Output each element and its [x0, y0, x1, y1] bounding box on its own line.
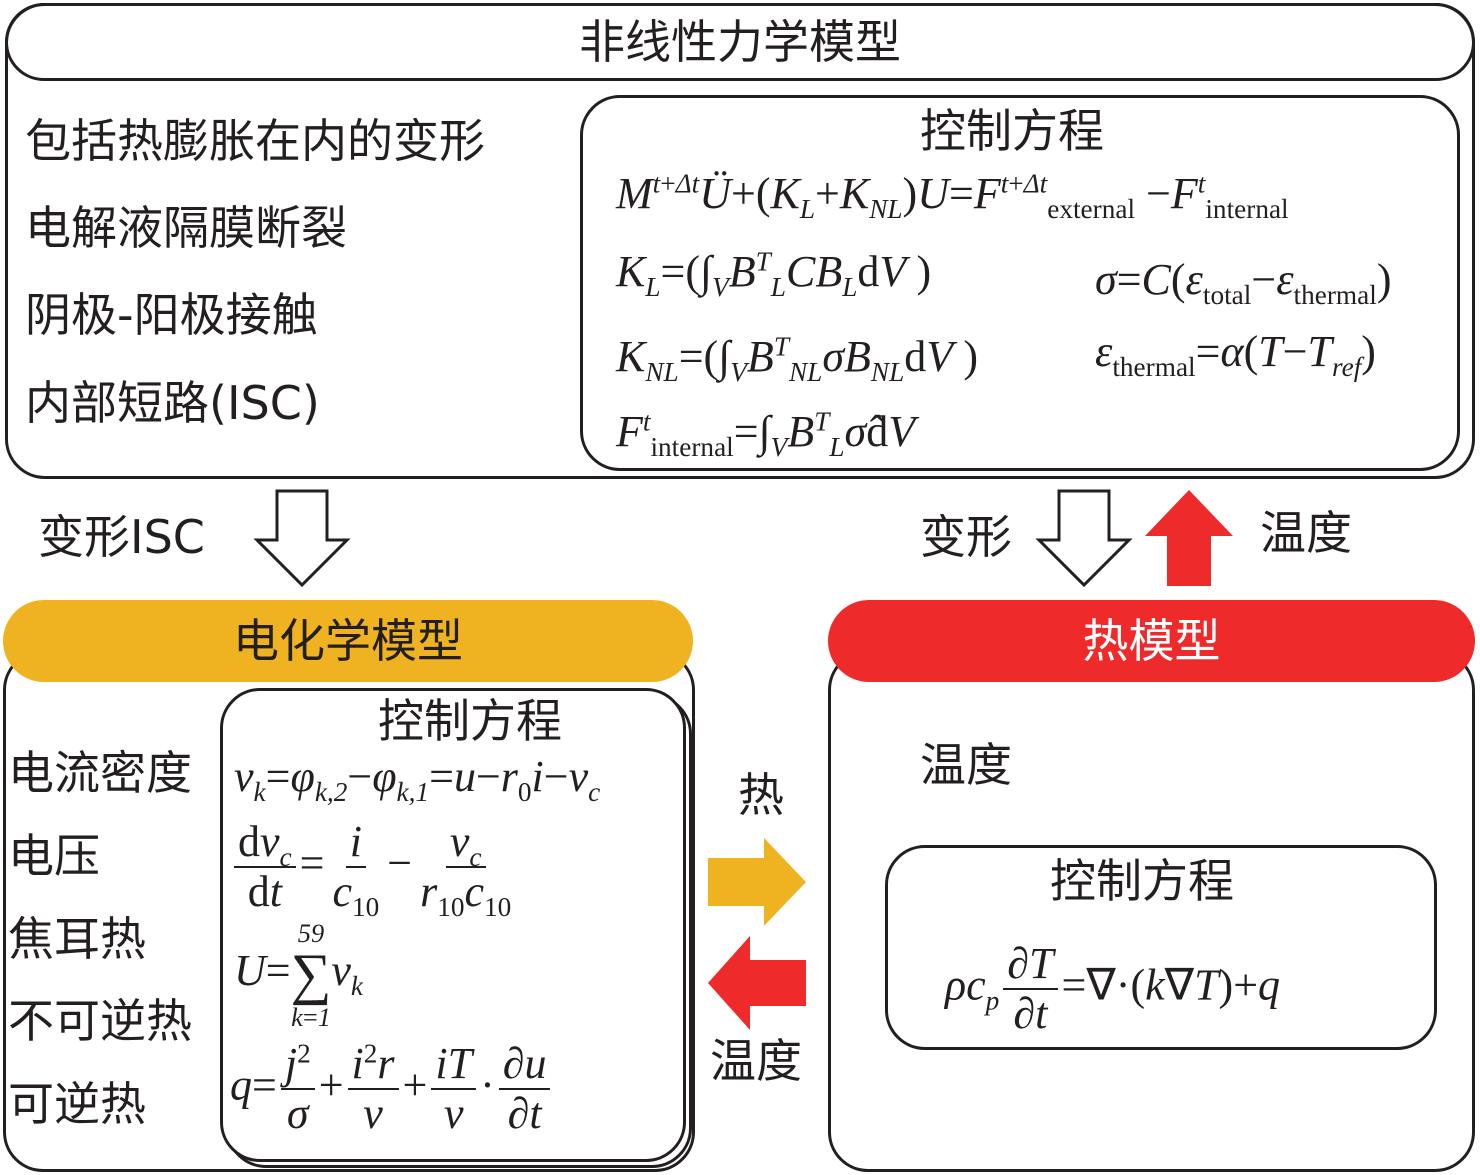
hollow-down-arrow-icon [1035, 489, 1133, 588]
electrochemical-title-pill: 电化学模型 [3, 600, 693, 682]
electrochemical-item: 焦耳热 [8, 912, 146, 966]
electrochemical-model-title: 电化学模型 [233, 614, 463, 668]
temperature-label: 温度 [1260, 506, 1352, 560]
mechanical-title-pill: 非线性力学模型 [5, 3, 1475, 81]
electrochemical-item: 可逆热 [8, 1077, 146, 1131]
yellow-right-arrow-icon [708, 838, 806, 926]
equation-heat-conduction: ρcp∂T∂t=∇·(k∇T)+q [945, 939, 1281, 1039]
mechanical-item: 内部短路(ISC) [25, 376, 320, 430]
red-up-arrow-icon [1145, 490, 1233, 586]
thermal-item: 温度 [920, 738, 1012, 792]
deformation-label: 变形 [920, 510, 1012, 564]
electrochemical-item: 电压 [8, 829, 100, 883]
electrochemical-equations-box-inner [220, 688, 686, 1162]
mechanical-item: 阴极-阳极接触 [25, 288, 318, 342]
equation-stress: σ=C(εtotal−εthermal) [1095, 255, 1392, 310]
electrochemical-item: 不可逆热 [8, 994, 192, 1048]
electrochemical-eq-title: 控制方程 [378, 694, 562, 748]
equation-internal-force: Ftinternal=∫VBTLσ̂dV [616, 406, 916, 462]
electrochemical-item: 电流密度 [8, 746, 192, 800]
mechanical-eq-title: 控制方程 [920, 104, 1104, 158]
equation-thermal-strain: εthermal=α(T−Tref) [1095, 327, 1376, 382]
deformation-isc-label: 变形ISC [38, 510, 205, 564]
mechanical-equations-box [580, 95, 1460, 471]
thermal-equations-box [885, 845, 1437, 1050]
mechanical-item: 包括热膨胀在内的变形 [25, 114, 485, 168]
heat-label: 热 [738, 768, 784, 822]
hollow-down-arrow-icon [253, 489, 351, 588]
thermal-title-pill: 热模型 [828, 600, 1475, 682]
thermal-eq-title: 控制方程 [1050, 854, 1234, 908]
equation-motion: Mt+ΔtÜ+(KL+KNL)U=Ft+Δtexternal −Ftintern… [616, 168, 1289, 224]
equation-linear-stiffness: KL=(∫VBTLCBLdV ) [616, 246, 932, 302]
temperature-label: 温度 [710, 1034, 802, 1088]
equation-voltage-drop: vk=φk,2−φk,1=u−r0i−vc [234, 752, 601, 807]
equation-nonlinear-stiffness: KNL=(∫VBTNLσBNLdV ) [616, 331, 979, 387]
mechanical-item: 电解液隔膜断裂 [25, 201, 347, 255]
mechanical-model-title: 非线性力学模型 [579, 15, 901, 69]
thermal-model-title: 热模型 [1082, 614, 1221, 668]
red-left-arrow-icon [708, 936, 806, 1030]
